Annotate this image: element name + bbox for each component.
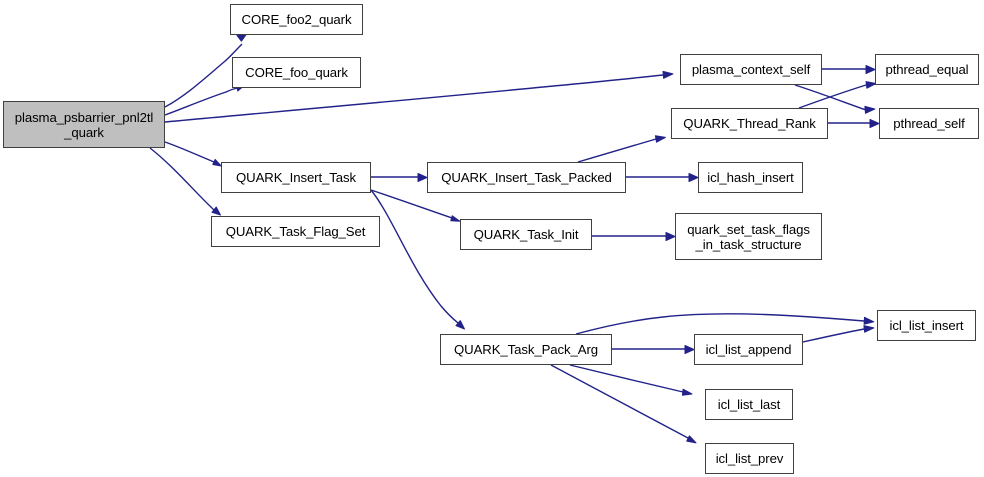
node-icl_list_prev[interactable]: icl_list_prev xyxy=(705,443,794,474)
edge-root-to-plasma_context_self xyxy=(164,70,674,123)
node-label: QUARK_Task_Flag_Set xyxy=(225,224,366,239)
node-label: icl_list_append xyxy=(705,342,792,357)
node-label: plasma_psbarrier_pnl2tl _quark xyxy=(14,109,154,140)
edge-line xyxy=(569,364,684,393)
arrowhead-icon xyxy=(865,81,877,89)
node-label: pthread_self xyxy=(893,116,965,131)
edge-quark_insert_task-to-quark_task_init xyxy=(370,189,461,222)
edge-quark_task_pack_arg-to-icl_list_last xyxy=(569,364,693,396)
node-quark_insert_task[interactable]: QUARK_Insert_Task xyxy=(221,162,371,193)
edge-root-to-quark_insert_task xyxy=(164,141,222,167)
arrowhead-icon xyxy=(869,119,880,128)
node-plasma_context_self[interactable]: plasma_context_self xyxy=(680,54,822,85)
arrowhead-icon xyxy=(863,316,875,325)
edge-line xyxy=(575,313,865,335)
node-quark_task_pack_arg[interactable]: QUARK_Task_Pack_Arg xyxy=(440,334,612,365)
node-quark_task_init[interactable]: QUARK_Task_Init xyxy=(460,219,592,250)
node-label: QUARK_Task_Init xyxy=(473,227,579,242)
node-quark_set_task_flags[interactable]: quark_set_task_flags _in_task_structure xyxy=(675,213,822,260)
arrowhead-icon xyxy=(865,65,876,74)
edge-quark_thread_rank-to-pthread_self xyxy=(828,119,880,128)
edge-line xyxy=(164,141,215,163)
edge-quark_task_pack_arg-to-icl_list_append xyxy=(612,345,695,354)
arrowhead-icon xyxy=(654,135,666,143)
arrowhead-icon xyxy=(212,158,222,167)
edge-icl_list_append-to-icl_list_insert xyxy=(802,325,875,343)
arrowhead-icon xyxy=(665,232,676,241)
node-core_foo_quark[interactable]: CORE_foo_quark xyxy=(232,57,361,88)
node-label: pthread_equal xyxy=(885,62,969,77)
node-label: QUARK_Insert_Task xyxy=(236,170,356,185)
edge-quark_task_pack_arg-to-icl_list_insert xyxy=(575,313,875,335)
edge-plasma_context_self-to-pthread_self xyxy=(794,84,876,114)
arrowhead-icon xyxy=(684,345,695,354)
node-label: quark_set_task_flags _in_task_structure xyxy=(687,221,810,252)
node-label: QUARK_Thread_Rank xyxy=(683,116,816,131)
edge-line xyxy=(164,74,664,123)
node-label: QUARK_Task_Pack_Arg xyxy=(454,342,598,357)
edge-line xyxy=(798,84,867,109)
edge-line xyxy=(164,87,238,116)
edge-plasma_context_self-to-pthread_equal xyxy=(822,65,876,74)
edge-quark_insert_task-to-quark_insert_task_packed xyxy=(371,173,428,182)
node-icl_hash_insert[interactable]: icl_hash_insert xyxy=(698,162,803,193)
arrowhead-icon xyxy=(686,435,697,444)
node-label: icl_list_insert xyxy=(889,318,964,333)
edge-line xyxy=(164,43,243,108)
arrowhead-icon xyxy=(450,215,461,222)
node-core_foo2_quark[interactable]: CORE_foo2_quark xyxy=(230,4,363,35)
arrowhead-icon xyxy=(864,105,876,114)
edge-line xyxy=(370,189,459,324)
node-quark_thread_rank[interactable]: QUARK_Thread_Rank xyxy=(671,108,828,139)
edge-quark_insert_task_packed-to-quark_thread_rank xyxy=(577,135,666,163)
edge-quark_insert_task_packed-to-icl_hash_insert xyxy=(626,173,699,182)
edge-quark_insert_task-to-quark_task_pack_arg xyxy=(370,189,465,330)
arrowhead-icon xyxy=(211,206,221,216)
edge-quark_task_init-to-quark_set_task_flags xyxy=(592,232,676,241)
arrowhead-icon xyxy=(681,388,693,396)
arrowhead-icon xyxy=(662,70,674,79)
node-pthread_self[interactable]: pthread_self xyxy=(879,108,979,139)
node-label: QUARK_Insert_Task_Packed xyxy=(441,170,612,185)
node-quark_insert_task_packed[interactable]: QUARK_Insert_Task_Packed xyxy=(427,162,626,193)
node-label: CORE_foo_quark xyxy=(245,65,348,80)
node-pthread_equal[interactable]: pthread_equal xyxy=(875,54,979,85)
node-root[interactable]: plasma_psbarrier_pnl2tl _quark xyxy=(3,101,165,148)
edge-quark_task_pack_arg-to-icl_list_prev xyxy=(550,364,697,444)
node-label: icl_hash_insert xyxy=(707,170,794,185)
edge-line xyxy=(802,328,865,343)
edge-line xyxy=(794,84,867,111)
node-icl_list_last[interactable]: icl_list_last xyxy=(705,389,793,420)
node-label: plasma_context_self xyxy=(691,62,811,77)
arrowhead-icon xyxy=(688,173,699,182)
edge-root-to-quark_task_flag_set xyxy=(149,147,221,216)
edge-line xyxy=(577,138,657,163)
edge-line xyxy=(370,189,453,219)
arrowhead-icon xyxy=(417,173,428,182)
node-icl_list_insert[interactable]: icl_list_insert xyxy=(877,310,976,341)
node-label: icl_list_last xyxy=(717,397,781,412)
edge-line xyxy=(550,364,689,439)
node-label: CORE_foo2_quark xyxy=(241,12,352,27)
node-label: icl_list_prev xyxy=(715,451,784,466)
edge-line xyxy=(149,147,215,211)
arrowhead-icon xyxy=(236,33,247,42)
arrowhead-icon xyxy=(455,320,465,330)
node-quark_task_flag_set[interactable]: QUARK_Task_Flag_Set xyxy=(211,216,380,247)
node-icl_list_append[interactable]: icl_list_append xyxy=(694,334,803,365)
edge-quark_thread_rank-to-pthread_equal xyxy=(798,81,877,109)
arrowhead-icon xyxy=(863,325,875,333)
